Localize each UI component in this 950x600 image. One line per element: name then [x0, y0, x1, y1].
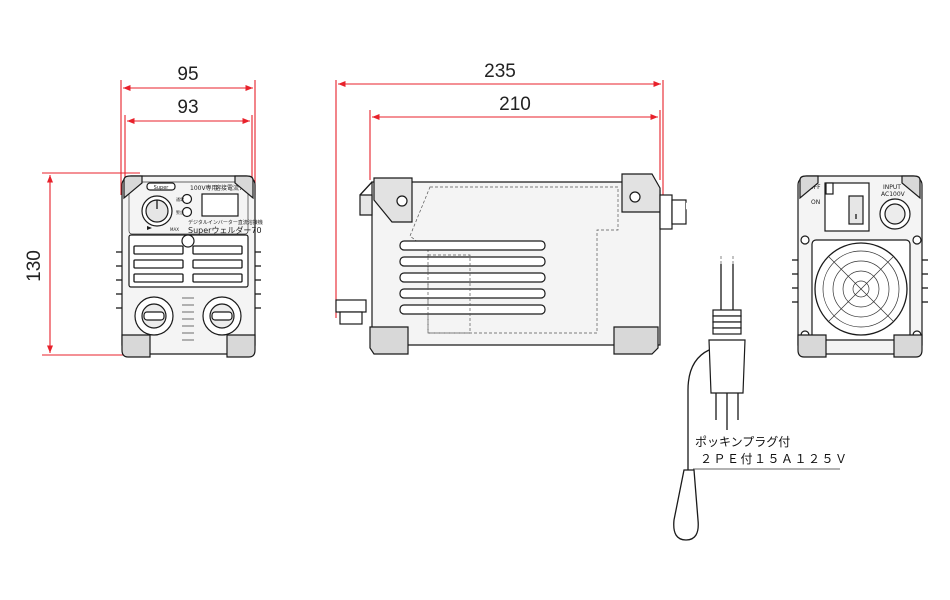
indicator-1-label: 通電 — [176, 196, 184, 202]
digital-display — [201, 193, 239, 217]
power-lamp — [181, 193, 193, 205]
label-line1: デジタルインバーター直流溶接機 — [188, 219, 263, 226]
label-line2: Superウェルダー70 — [188, 225, 262, 235]
fan-grill — [811, 239, 911, 341]
dimension-130: 130 — [24, 172, 140, 356]
input-label-2: AC100V — [881, 191, 906, 198]
dim-label-95: 95 — [177, 64, 198, 85]
rear-view: OFF ON INPUT AC100V — [792, 175, 928, 358]
knob-max-label: MAX — [170, 227, 179, 232]
plug-note-line2: ２ＰＥ付１５Ａ１２５Ｖ — [700, 452, 849, 466]
side-view — [335, 173, 687, 355]
dimension-210: 210 — [369, 94, 661, 180]
dim-label-210: 210 — [499, 94, 531, 115]
model-line1: 100V専用 — [190, 184, 218, 192]
dim-label-235: 235 — [484, 61, 516, 82]
dimension-93: 93 — [124, 97, 253, 195]
warning-lamp — [181, 206, 193, 218]
switch-on-label: ON — [811, 199, 820, 206]
power-cable — [686, 202, 734, 310]
dim-label-93: 93 — [177, 97, 198, 118]
output-terminal-right — [202, 296, 242, 336]
output-terminal-left — [134, 296, 174, 336]
plug-note-line1: ポッキンプラグ付 — [695, 435, 790, 449]
dim-label-130: 130 — [24, 250, 45, 282]
indicator-2-label: 警告 — [176, 209, 184, 215]
front-view: Super MAX 100V専用 溶接電流70A 通電 警告 デジタルインバータ… — [116, 175, 263, 358]
dimension-95: 95 — [120, 64, 256, 195]
switch-off-label: OFF — [809, 184, 821, 191]
dimension-235: 235 — [335, 61, 664, 318]
power-plug — [673, 309, 746, 541]
input-label-1: INPUT — [883, 184, 901, 191]
logo-badge — [146, 182, 176, 191]
model-line2: 溶接電流70A — [215, 184, 252, 192]
logo-text: Super — [154, 185, 170, 191]
